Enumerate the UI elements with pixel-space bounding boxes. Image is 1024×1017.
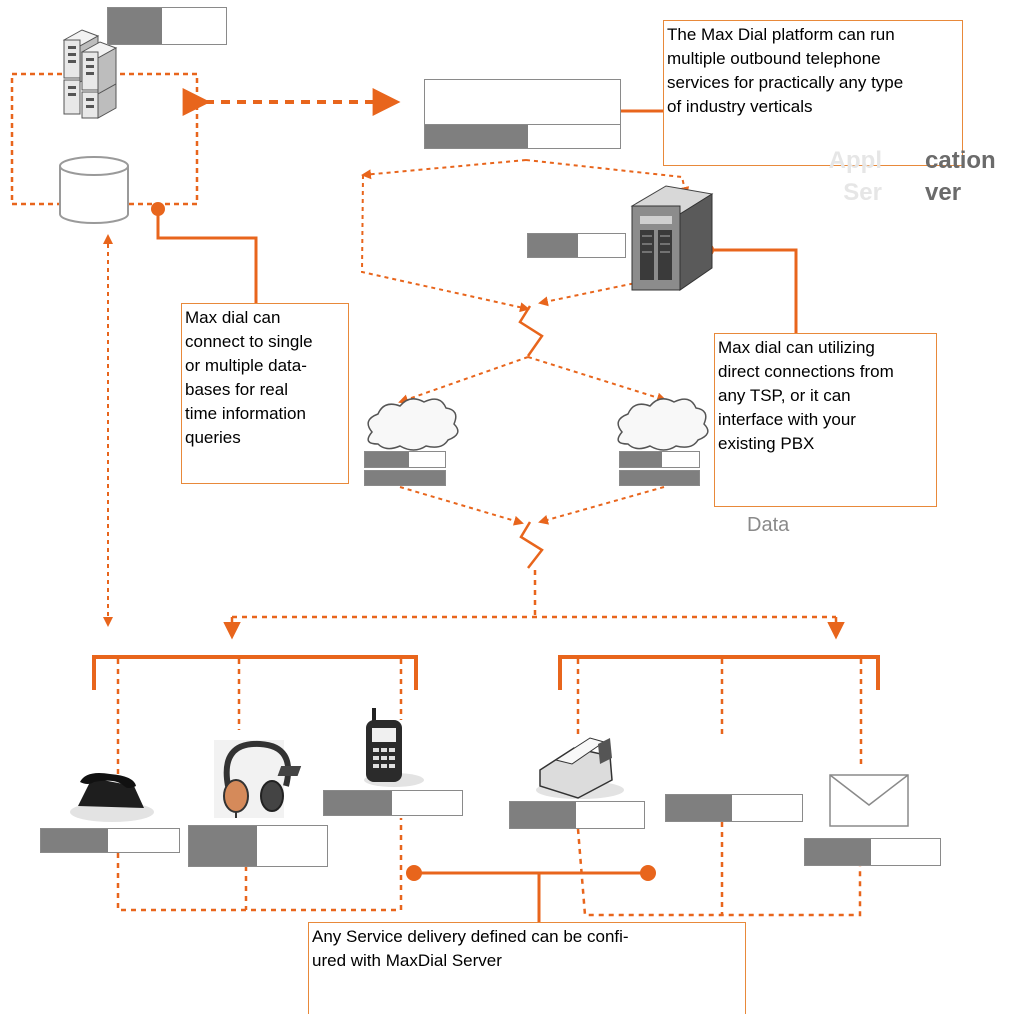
bracket-left xyxy=(92,655,418,690)
label-box-cloud-left-2 xyxy=(364,470,446,486)
label-box-email xyxy=(804,838,941,866)
label-box-phone xyxy=(40,828,180,853)
flow-to-cloud-left xyxy=(398,356,529,405)
network-cloud-icon xyxy=(367,398,459,451)
bracket-right xyxy=(558,655,880,690)
flow-cloud-right-merge xyxy=(538,486,665,525)
callout-platform: The Max Dial platform can run multiple o… xyxy=(663,20,963,166)
server-tower-icon xyxy=(62,29,118,119)
label-box-headset xyxy=(188,825,328,867)
label-box-app-server xyxy=(527,233,626,258)
flow-arrow-left xyxy=(361,159,527,180)
callout-delivery: Any Service delivery defined can be conf… xyxy=(308,922,746,1014)
connector-dot-delivery-left xyxy=(406,865,422,881)
data-label: Data xyxy=(747,514,790,536)
network-cloud-icon xyxy=(617,398,709,451)
connector-line-database xyxy=(156,209,258,306)
server-cabinet-icon xyxy=(630,185,714,291)
fax-machine-icon xyxy=(277,737,624,799)
callout-tsp: Max dial can utilizing direct connection… xyxy=(714,333,937,507)
connector-line-tsp xyxy=(707,248,798,336)
database-cylinder-icon xyxy=(59,156,129,224)
desk-telephone-icon xyxy=(70,773,154,822)
label-box-cloud-right xyxy=(619,451,700,468)
label-box-mobile xyxy=(323,790,463,816)
label-box-cloud-left xyxy=(364,451,446,468)
flow-to-cloud-right xyxy=(527,356,667,403)
app-server-label-faded: Appl Ser xyxy=(828,147,882,206)
app-server-label: cation ver xyxy=(925,147,996,206)
flow-cloud-left-merge xyxy=(399,486,524,526)
connector-dot-delivery-right xyxy=(640,865,656,881)
label-box-servers xyxy=(107,7,227,45)
label-box-fax xyxy=(509,801,645,829)
headphones-icon xyxy=(214,740,292,818)
label-box-middle-device xyxy=(665,794,803,822)
link-zigzag-lower xyxy=(519,521,544,569)
envelope-icon xyxy=(829,774,909,827)
callout-database: Max dial can connect to single or multip… xyxy=(181,303,349,484)
link-zigzag-upper xyxy=(518,305,544,357)
label-box-cloud-right-2 xyxy=(619,470,700,486)
flow-loop-left xyxy=(360,174,530,313)
mobile-phone-icon xyxy=(364,708,424,787)
label-box-platform xyxy=(424,79,621,149)
